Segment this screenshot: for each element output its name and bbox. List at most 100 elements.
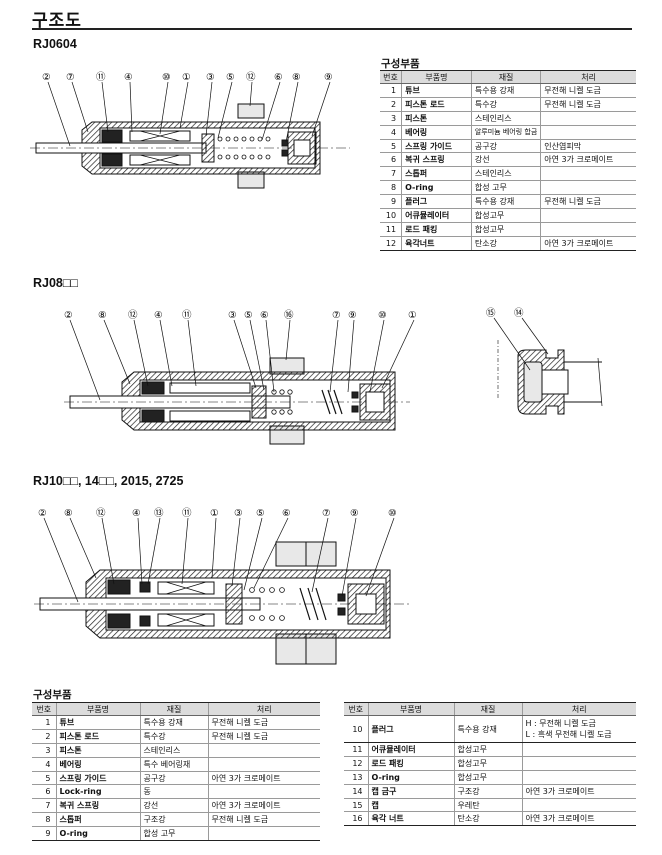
callout-d3-7: ①	[210, 508, 219, 519]
cell-no: 15	[344, 798, 368, 813]
model-label-rj0604: RJ0604	[33, 37, 77, 51]
cross-section-drawing-rj10: ② ⑧ ⑫ ④ ⑬ ⑪ ① ③ ⑤ ⑥ ⑦ ⑨ ⑩	[34, 508, 410, 665]
header-finish: 처리	[207, 702, 320, 716]
cell-finish	[207, 826, 320, 842]
header-name: 부품명	[367, 702, 454, 716]
callout-d2-6: ③	[228, 310, 237, 321]
cap-detail-drawing: ⑮ ⑭	[486, 308, 603, 415]
cell-finish: 아연 3가 크로메이트	[207, 798, 320, 814]
cell-finish: 인산염피막	[540, 139, 636, 154]
callout-2: ⑦	[66, 72, 75, 83]
cell-material: 공구강	[139, 771, 208, 786]
callout-d2-2: ⑧	[98, 310, 107, 321]
cell-finish	[207, 757, 320, 772]
callout-d2-4: ④	[154, 310, 163, 321]
cell-no: 1	[32, 715, 56, 730]
cell-name: 플러그	[367, 715, 454, 743]
cell-finish	[540, 111, 636, 126]
callout-d3-12: ⑨	[350, 508, 359, 519]
cell-finish	[521, 756, 636, 771]
cell-no: 10	[380, 208, 402, 223]
callout-9: ⑫	[246, 72, 256, 83]
cell-name: 캡	[367, 798, 454, 813]
cell-name: 캡 금구	[367, 784, 454, 799]
cell-finish	[207, 743, 320, 758]
parts-table-rj10-right: 번호 부품명 재질 처리 10 플러그 특수용 강재 H : 무전해 니켈 도금…	[344, 702, 636, 827]
cell-material: 합성고무	[453, 756, 522, 771]
finish-l: L : 흑색 무전해 니켈 도금	[525, 730, 612, 739]
cell-material: 특수용 강재	[139, 715, 208, 730]
callout-d2-5: ⑪	[182, 310, 192, 321]
cell-name: 스톱퍼	[55, 812, 140, 828]
cell-no: 9	[32, 826, 56, 842]
table-header-row: 번호 부품명 재질 처리	[32, 702, 320, 716]
callout-1: ②	[42, 72, 51, 83]
parts-table-rj0604-title: 구성부품	[381, 58, 420, 70]
callout-4: ④	[124, 72, 133, 83]
cell-finish: 무전해 니켈 도금	[540, 97, 636, 112]
cell-finish	[540, 180, 636, 196]
header-finish: 처리	[521, 702, 636, 716]
cell-no: 7	[380, 166, 402, 182]
callout-d2-cap-2: ⑭	[514, 308, 524, 319]
cross-section-drawing-rj08: ② ⑧ ⑫ ④ ⑪ ③ ⑤ ⑥ ⑯ ⑦ ⑨ ⑩ ①	[64, 310, 417, 445]
callout-d2-13: ①	[408, 310, 417, 321]
cell-material: 알루미늄 베어링 합금	[470, 125, 541, 140]
cell-finish	[521, 770, 636, 785]
cell-material: 스테인리스	[139, 743, 208, 758]
cell-material: 합성고무	[453, 770, 522, 785]
cell-no: 14	[344, 784, 368, 799]
page-title: 구조도	[32, 11, 82, 31]
cell-finish	[540, 222, 636, 237]
cell-material: 공구강	[470, 139, 541, 154]
callout-8: ⑤	[226, 72, 235, 83]
cell-finish	[540, 166, 636, 182]
cell-name: 육각너트	[401, 236, 472, 251]
model-label-rj10: RJ10□□, 14□□, 2015, 2725	[33, 474, 184, 488]
cell-no: 5	[380, 139, 402, 154]
cell-finish: 무전해 니켈 도금	[540, 194, 636, 210]
cell-no: 1	[380, 83, 402, 98]
cell-name: O-ring	[55, 826, 140, 842]
cell-material: 강선	[139, 798, 208, 814]
callout-d2-9: ⑯	[284, 310, 294, 321]
header-no: 번호	[32, 702, 56, 716]
callout-d3-11: ⑦	[322, 508, 331, 519]
table-row: 10 플러그 특수용 강재 H : 무전해 니켈 도금 L : 흑색 무전해 니…	[344, 715, 636, 743]
callout-3: ⑪	[96, 72, 106, 83]
table-header-row: 번호 부품명 재질 처리	[344, 702, 636, 716]
callout-d3-8: ③	[234, 508, 243, 519]
cell-no: 2	[380, 97, 402, 112]
cell-name: 베어링	[401, 125, 472, 140]
cell-no: 3	[380, 111, 402, 126]
cell-finish: 아연 3가 크로메이트	[521, 811, 636, 827]
cell-no: 12	[380, 236, 402, 251]
callout-d2-7: ⑤	[244, 310, 253, 321]
cell-material: 우레탄	[453, 798, 522, 813]
cell-finish: 아연 3가 크로메이트	[540, 152, 636, 168]
cell-material: 스테인리스	[470, 111, 541, 126]
callout-d2-11: ⑨	[348, 310, 357, 321]
cell-material: 동	[139, 784, 208, 800]
cell-material: 특수용 강재	[470, 83, 541, 98]
header-material: 재질	[470, 70, 541, 84]
cell-finish	[540, 208, 636, 223]
cell-name: O-ring	[401, 180, 472, 196]
callout-d3-4: ④	[132, 508, 141, 519]
callout-d3-3: ⑫	[96, 508, 106, 519]
